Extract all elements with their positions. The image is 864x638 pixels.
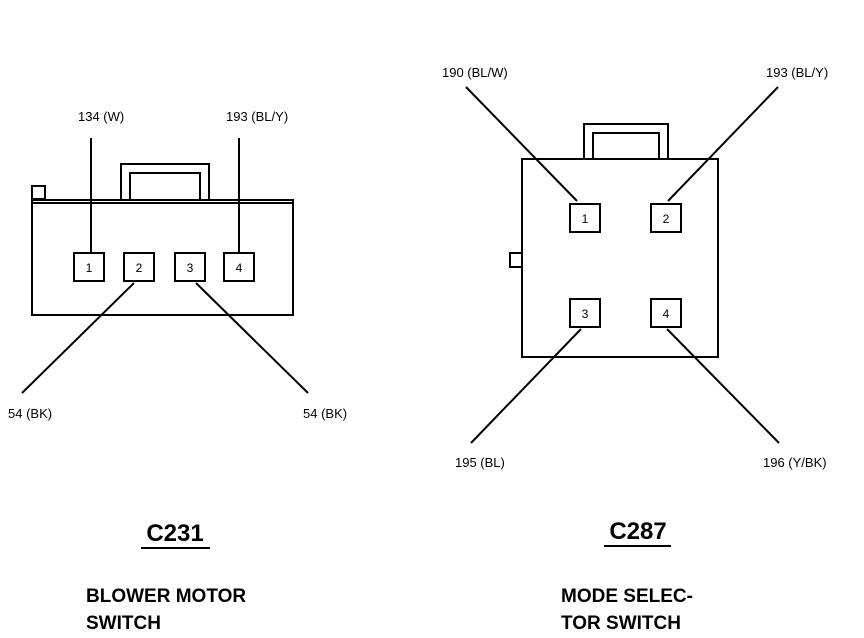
c287-pin-4-label: 4 — [663, 307, 670, 321]
c231-pin-3-label: 3 — [187, 261, 194, 275]
c231-connector-id: C231 — [146, 520, 203, 547]
c231-wire-label-pin3: 54 (BK) — [303, 406, 347, 421]
c231-latch — [31, 185, 46, 200]
c287-lock-tab — [583, 123, 669, 159]
c287-wire-pin2 — [667, 86, 779, 202]
c231-pin-4-label: 4 — [236, 261, 243, 275]
c231-name-line-2: SWITCH — [86, 613, 161, 634]
c231-pin-3: 3 — [174, 252, 206, 282]
c287-pin-3: 3 — [569, 298, 601, 328]
c287-pin-2: 2 — [650, 203, 682, 233]
c231-lock-tab — [120, 163, 210, 200]
c231-name-line-1: BLOWER MOTOR — [86, 586, 246, 607]
c231-wire-label-pin1: 134 (W) — [78, 109, 124, 124]
c287-pin-1-label: 1 — [582, 212, 589, 226]
c287-name-line-2: TOR SWITCH — [561, 613, 681, 634]
c231-wire-pin2 — [21, 282, 135, 394]
c287-body — [521, 158, 719, 358]
c231-pin-1-label: 1 — [86, 261, 93, 275]
c287-connector-id: C287 — [609, 518, 666, 545]
c287-lock-tab-inner — [592, 132, 660, 159]
c287-wire-pin1 — [465, 86, 578, 202]
c287-pin-2-label: 2 — [663, 212, 670, 226]
c231-pin-2: 2 — [123, 252, 155, 282]
c287-name-line-1: MODE SELEC- — [561, 586, 693, 607]
c287-side-latch — [509, 252, 523, 268]
c287-wire-label-pin4: 196 (Y/BK) — [763, 455, 827, 470]
c287-pin-4: 4 — [650, 298, 682, 328]
c231-wire-pin3 — [195, 282, 309, 394]
c287-pin-3-label: 3 — [582, 307, 589, 321]
c287-wire-label-pin2: 193 (BL/Y) — [766, 65, 828, 80]
c287-wire-label-pin1: 190 (BL/W) — [442, 65, 508, 80]
c287-pin-1: 1 — [569, 203, 601, 233]
c231-lock-tab-inner — [129, 172, 201, 200]
c231-wire-label-pin2: 54 (BK) — [8, 406, 52, 421]
c231-wire-label-pin4: 193 (BL/Y) — [226, 109, 288, 124]
c231-pin-2-label: 2 — [136, 261, 143, 275]
c287-wire-pin4 — [666, 328, 780, 444]
connector-c231: 1 2 3 4 134 (W) 193 (BL/Y) 54 (BK) 54 (B… — [8, 109, 347, 634]
c287-wire-pin3 — [470, 328, 582, 444]
c287-wire-label-pin3: 195 (BL) — [455, 455, 505, 470]
connector-c287: 1 2 3 4 190 (BL/W) 193 (BL/Y) 195 (BL) 1… — [442, 65, 828, 634]
c231-pin-1: 1 — [73, 252, 105, 282]
c231-pin-4: 4 — [223, 252, 255, 282]
